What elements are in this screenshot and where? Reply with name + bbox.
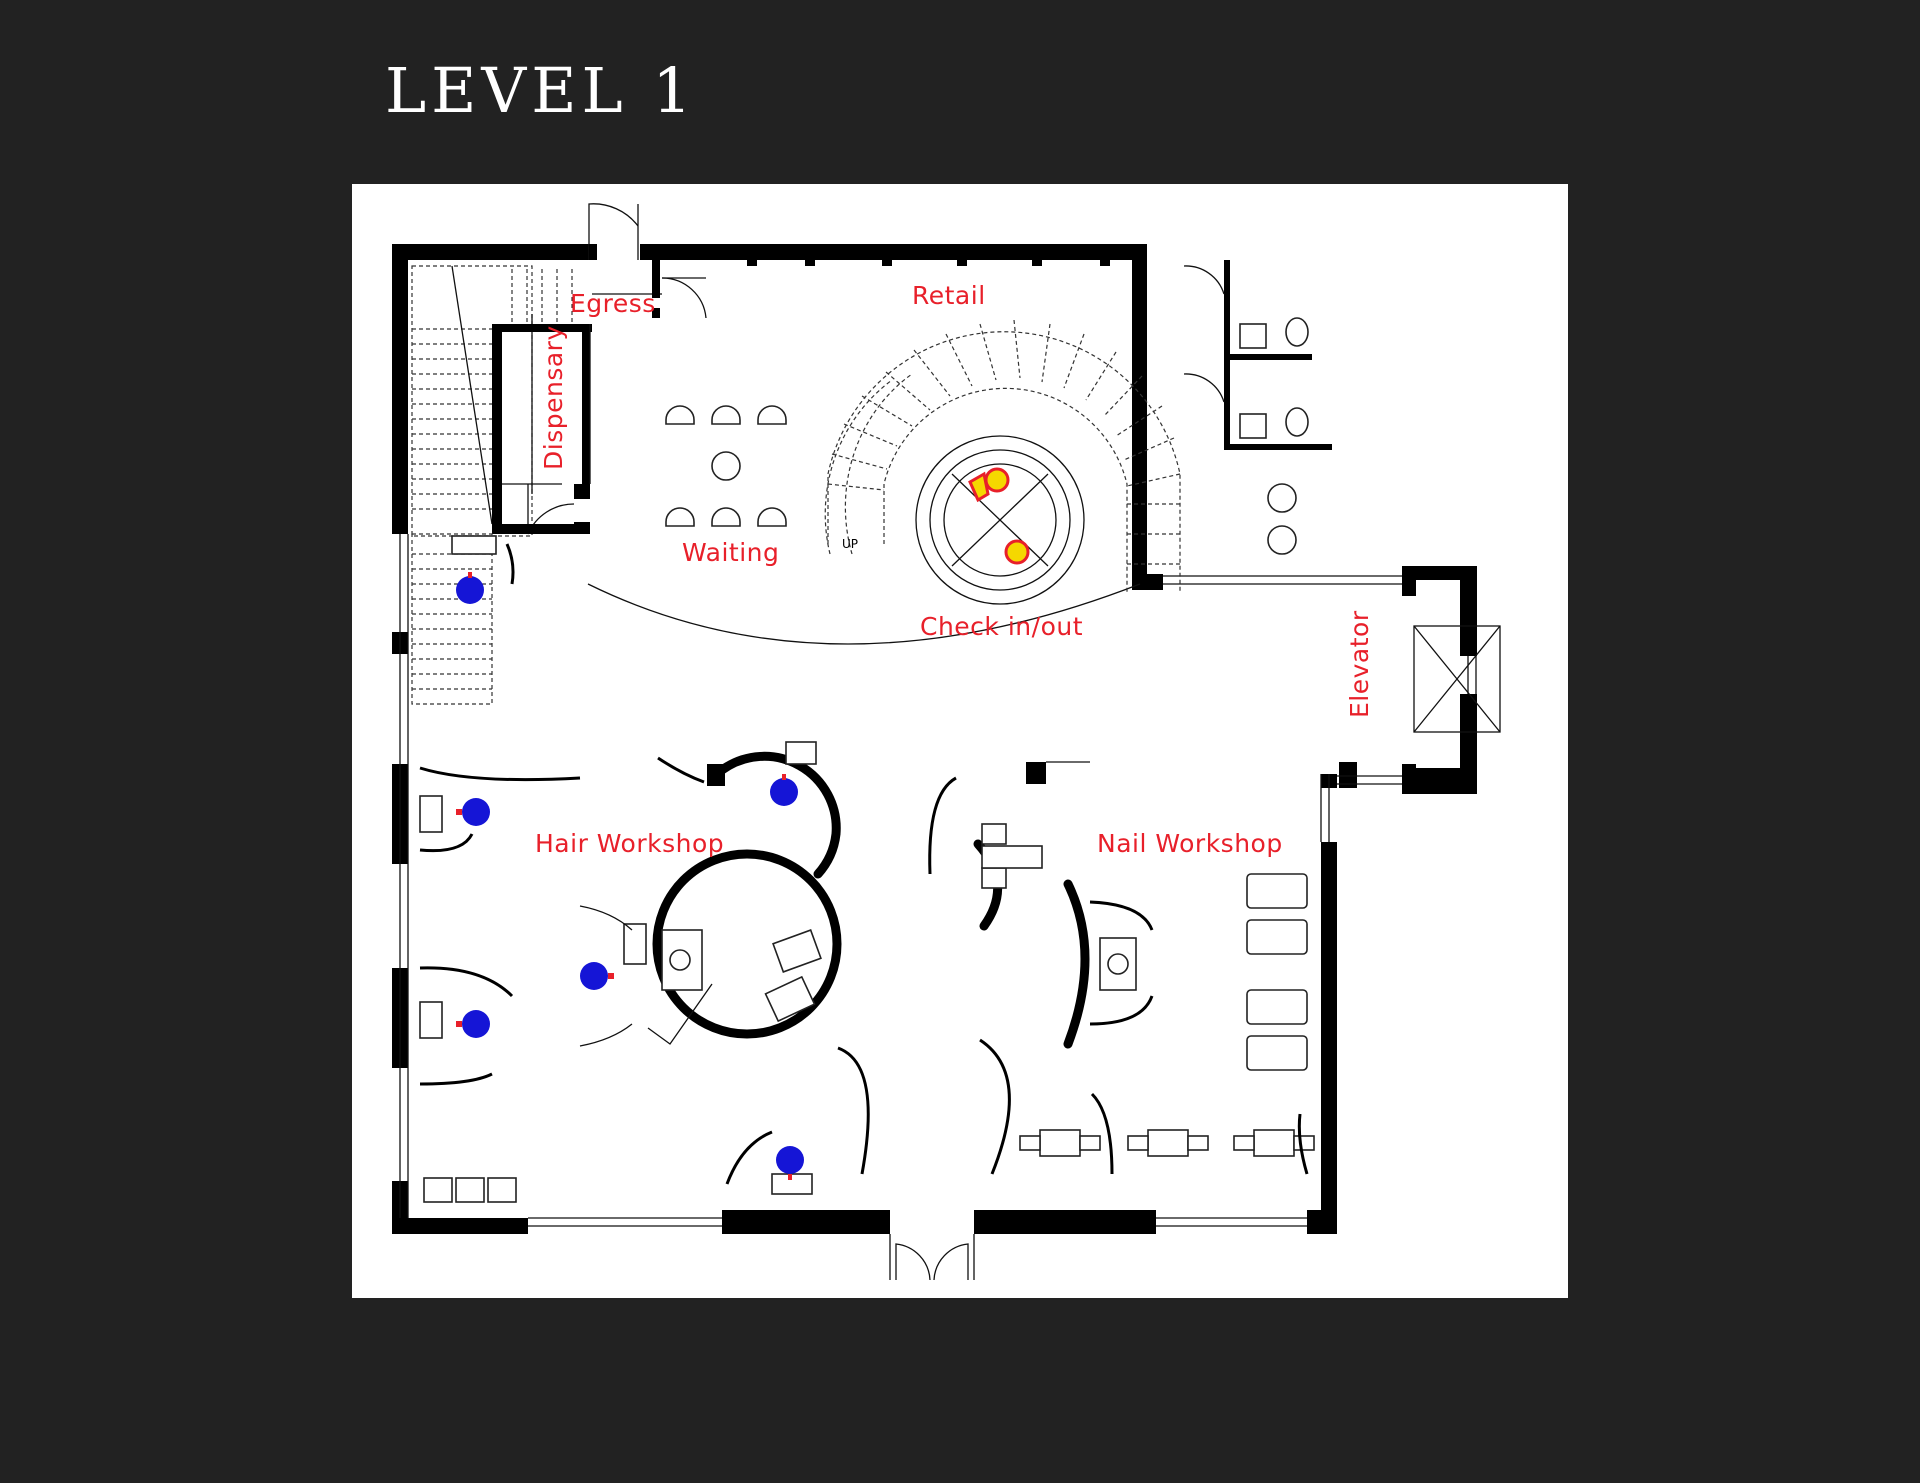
top-egress-door bbox=[588, 203, 639, 260]
floor-plan: UP bbox=[392, 203, 1501, 1281]
window-lines bbox=[399, 534, 1477, 1227]
reception-chair bbox=[1004, 539, 1030, 565]
main-entrance-doors bbox=[889, 1234, 975, 1281]
egress-stair bbox=[411, 244, 707, 537]
pedicure-chairs bbox=[1246, 873, 1308, 1071]
label-hair-workshop: Hair Workshop bbox=[535, 829, 724, 858]
floor-plan-sheet: UP bbox=[352, 184, 1568, 1298]
back-stair bbox=[411, 533, 515, 705]
reception-chair bbox=[968, 467, 1010, 503]
label-dispensary: Dispensary bbox=[539, 325, 568, 470]
restrooms bbox=[1183, 260, 1332, 450]
curved-grand-stair: UP bbox=[824, 319, 1181, 592]
manicure-stations bbox=[1019, 1129, 1315, 1157]
label-waiting: Waiting bbox=[682, 538, 779, 567]
retail-chairs bbox=[1267, 483, 1297, 555]
page-title: LEVEL 1 bbox=[385, 54, 697, 127]
stair-up-label: UP bbox=[842, 537, 858, 551]
hair-stools bbox=[456, 572, 804, 1180]
label-nail-workshop: Nail Workshop bbox=[1097, 829, 1283, 858]
label-egress: Egress bbox=[570, 289, 656, 318]
top-wall-mullions bbox=[747, 256, 1110, 266]
room-labels: Egress Retail Dispensary Waiting Check i… bbox=[535, 281, 1374, 858]
exterior-walls bbox=[392, 244, 1477, 1234]
label-retail: Retail bbox=[912, 281, 986, 310]
waiting-chairs bbox=[665, 405, 787, 527]
elevator-car bbox=[1413, 625, 1501, 733]
dispensary-room bbox=[492, 324, 591, 535]
label-elevator: Elevator bbox=[1345, 610, 1374, 718]
check-in-desk bbox=[915, 435, 1085, 605]
label-check-in-out: Check in/out bbox=[920, 612, 1083, 641]
hair-dryer-chairs bbox=[423, 1177, 517, 1203]
reception-boundary-arc bbox=[587, 583, 1141, 645]
nail-workshop-area bbox=[973, 823, 1315, 1175]
hair-workshop-area bbox=[419, 741, 1090, 1203]
